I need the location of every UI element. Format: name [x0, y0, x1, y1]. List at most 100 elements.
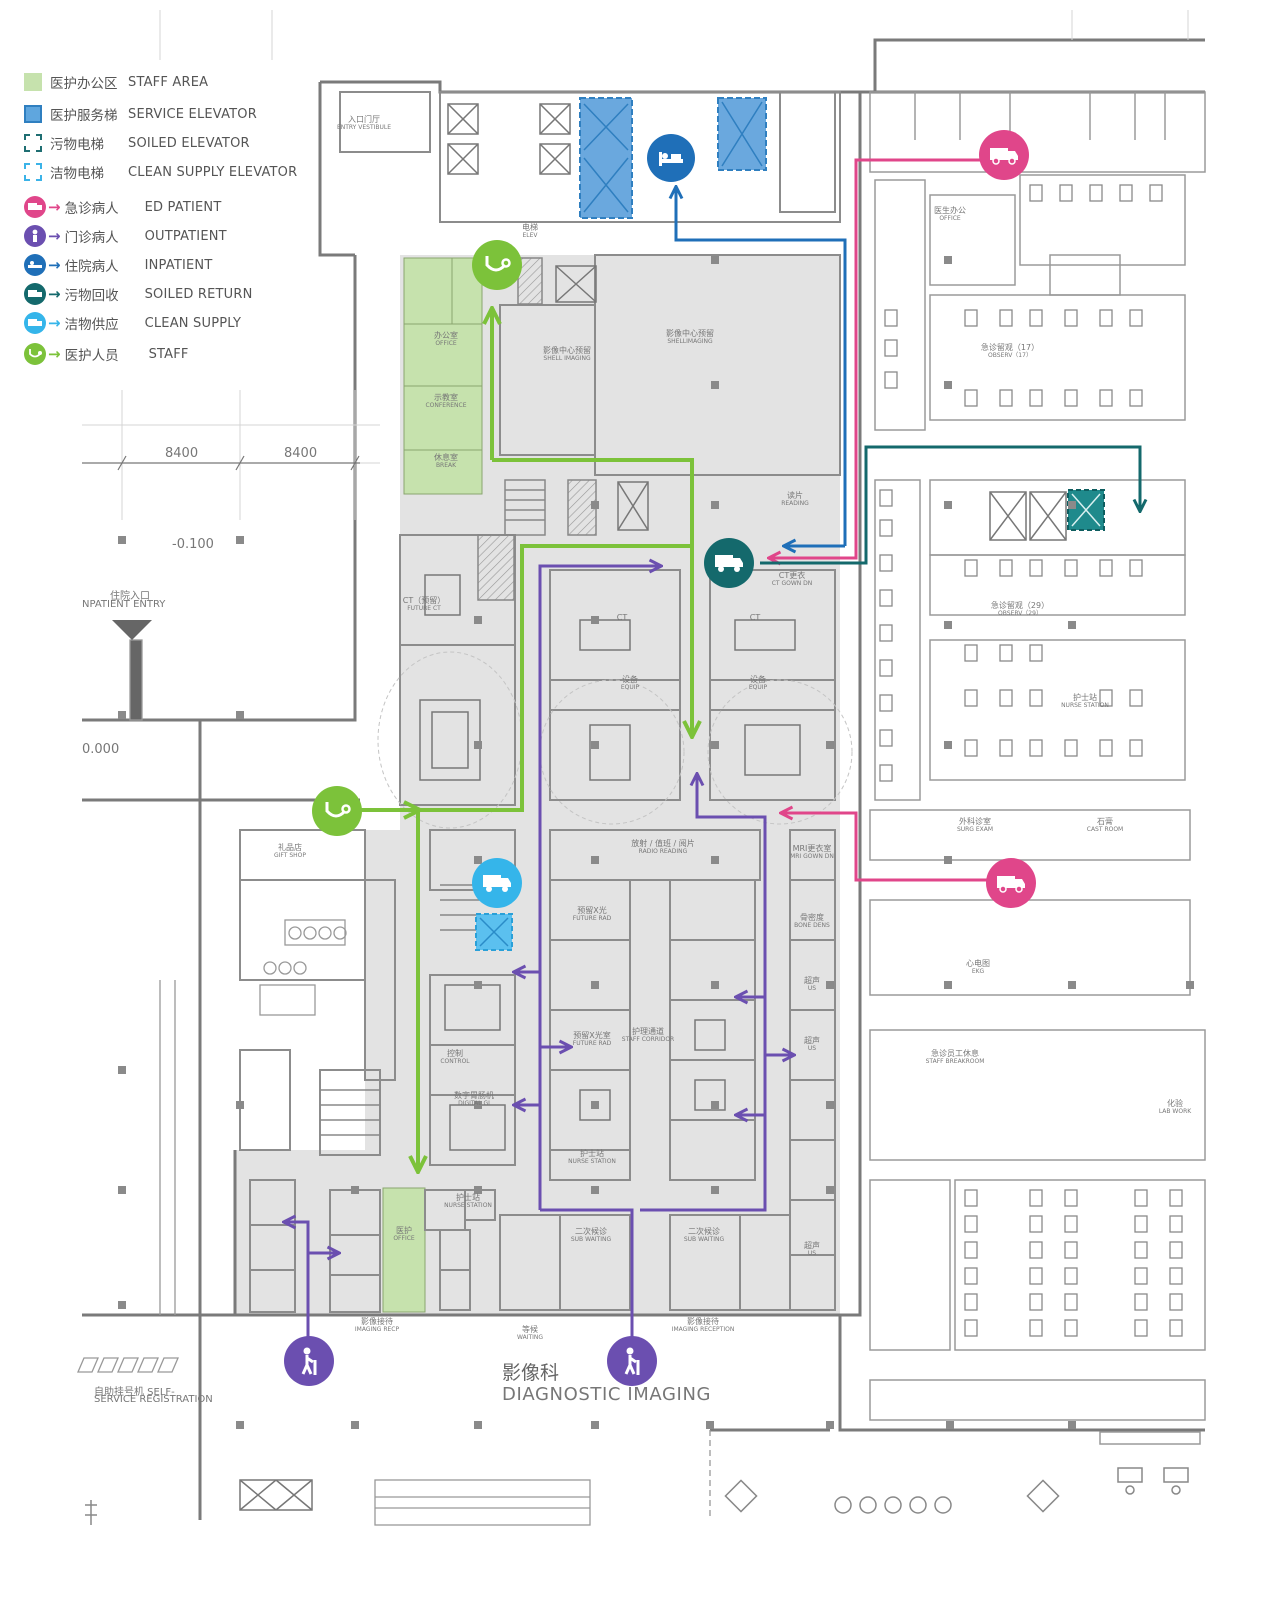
room-name-en: CAST ROOM [1086, 825, 1124, 833]
room-name: 控制 [447, 1049, 463, 1058]
legend-staff: → 医护人员 STAFF [24, 342, 189, 366]
scanner-equipment [419, 574, 801, 1151]
column-marker [711, 1186, 719, 1194]
arrow-icon: → [48, 345, 61, 363]
bed-glyph [884, 339, 898, 357]
bed-glyph [879, 659, 893, 677]
column-marker [236, 1101, 244, 1109]
column-marker [944, 741, 952, 749]
bed-glyph [1089, 184, 1103, 202]
clean-truck-icon [24, 312, 46, 334]
bed-glyph [1099, 689, 1113, 707]
walking-patient-icon [607, 1336, 657, 1386]
shafts [320, 257, 597, 1136]
bed-glyph [964, 1267, 978, 1285]
column-marker [711, 856, 719, 864]
bed-glyph [1029, 1241, 1043, 1259]
level-label: 0.000 [82, 742, 120, 757]
ed-patient-flow-paths [770, 158, 990, 882]
arrow-icon: → [48, 256, 61, 274]
bed-glyph [879, 519, 893, 537]
bed-glyph [1064, 1215, 1078, 1233]
room-name: 医护 [396, 1226, 412, 1235]
column-marker [711, 256, 719, 264]
bed-glyph [1029, 1267, 1043, 1285]
bed-glyph [1129, 739, 1143, 757]
bed-glyph [1029, 309, 1043, 327]
room-name-en: GIFT SHOP [274, 851, 306, 859]
bed-glyph [964, 1215, 978, 1233]
room-name-en: OFFICE [939, 214, 961, 222]
room-label: CT（预留）FUTURE CT [384, 596, 464, 612]
bed-glyph [1099, 309, 1113, 327]
bed-glyph [1059, 184, 1073, 202]
room-name: 等候 [522, 1325, 538, 1334]
room-name: 影像中心预留 [543, 346, 591, 355]
self-service-en: SERVICE REGISTRATION [94, 1394, 213, 1405]
bed-glyph [964, 644, 978, 662]
service-elevators [475, 97, 1105, 951]
room-name-en: WAITING [516, 1333, 544, 1341]
bed-glyph [1064, 309, 1078, 327]
bed-glyph [964, 1293, 978, 1311]
column-marker [591, 1101, 599, 1109]
room-name: 超声 [804, 1241, 820, 1250]
column-marker [591, 981, 599, 989]
room-name-en: FUTURE CT [407, 604, 441, 612]
bed-glyph [1064, 1189, 1078, 1207]
room-name: 医生办公 [934, 206, 966, 215]
department-floor [235, 255, 840, 1315]
bed-glyph [884, 371, 898, 389]
room-name: 护士站 [580, 1149, 604, 1158]
room-name: 影像接待 [361, 1317, 393, 1326]
room-name-en: RADIO READING [638, 847, 688, 855]
legend-cn: 洁物供应 [64, 317, 119, 333]
arrow-icon: → [48, 227, 61, 245]
room-name: 预留X光 [577, 906, 607, 915]
column-marker [118, 1301, 126, 1309]
column-marker [944, 256, 952, 264]
room-label: 急诊留观（17）OBSERV（17） [970, 343, 1050, 359]
er-wing [869, 91, 1206, 1445]
bed-glyph [1029, 739, 1043, 757]
walking-patient-icon [284, 1336, 334, 1386]
column-marker [826, 1421, 834, 1429]
column-marker [711, 981, 719, 989]
room-label: CT [715, 613, 795, 623]
legend-clean-elevator: 洁物电梯 CLEAN SUPPLY ELEVATOR [24, 160, 297, 184]
bed-glyph [879, 729, 893, 747]
room-name: 急诊员工休息 [931, 1049, 979, 1058]
column-marker [118, 1066, 126, 1074]
room-name: CT [616, 613, 628, 622]
arrow-icon: → [48, 285, 61, 303]
room-name-en: MRI GOWN DN [790, 852, 834, 860]
column-marker [591, 856, 599, 864]
bed-glyph [884, 309, 898, 327]
bed-glyph [1129, 559, 1143, 577]
room-name: 超声 [804, 976, 820, 985]
bed-glyph [1099, 389, 1113, 407]
room-name-en: IMAGING RECEPTION [671, 1325, 735, 1333]
bed-glyph [1129, 389, 1143, 407]
legend-cn: 急诊病人 [64, 201, 119, 217]
bed-glyph [1064, 389, 1078, 407]
dimension-line [82, 455, 360, 471]
room-name: 预留X光室 [573, 1031, 611, 1040]
room-name-en: FUTURE RAD [572, 914, 612, 922]
bed-glyph [1134, 1319, 1148, 1337]
inpatient-entry-cn: 住院入口 [110, 591, 150, 602]
room-name-en: SUB WAITING [683, 1235, 725, 1243]
room-name: 读片 [787, 491, 803, 500]
legend-inpatient: → 住院病人 INPATIENT [24, 253, 212, 277]
column-marker [118, 711, 126, 719]
room-name-en: OFFICE [393, 1234, 415, 1242]
room-name: 电梯 [522, 223, 538, 232]
column-marker [474, 1186, 482, 1194]
